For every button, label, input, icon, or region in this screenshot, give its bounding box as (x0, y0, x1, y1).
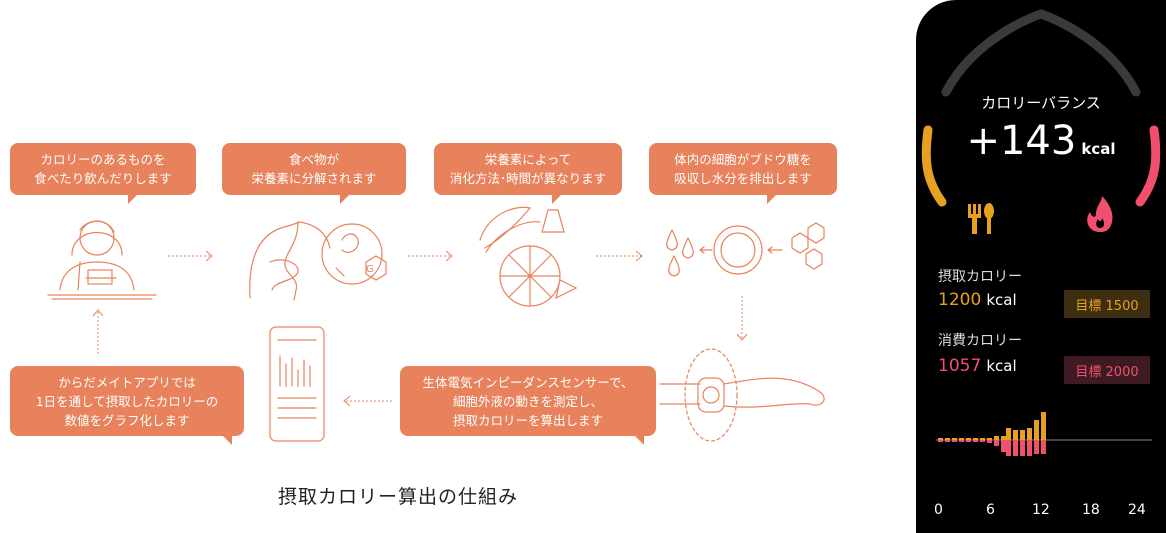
step-2-bubble: 食べ物が 栄養素に分解されます (222, 143, 406, 204)
cell-absorption-icon (666, 222, 825, 277)
hour-tick-6: 6 (986, 502, 995, 518)
hour-tick-18: 18 (1082, 502, 1100, 518)
person-eating-icon (47, 220, 157, 300)
hour-tick-24: 24 (1128, 502, 1146, 518)
burn-unit: kcal (986, 357, 1017, 375)
watch-screen: カロリーバランス +143 kcal 摂取カロリー 1200 kcal 目標 1… (916, 0, 1166, 533)
step-1-bubble: カロリーのあるものを 食べたり飲んだりします (10, 143, 196, 204)
flame-icon (1087, 196, 1113, 232)
intake-unit: kcal (986, 291, 1017, 309)
calorie-ring (921, 9, 1161, 456)
intake-goal-badge: 目標 1500 (1064, 290, 1150, 318)
balance-unit: kcal (1081, 140, 1116, 158)
step-6-bubble: からだメイトアプリでは 1日を通して摂取したカロリーの 数値をグラフ化します (10, 366, 244, 445)
hour-tick-12: 12 (1032, 502, 1050, 518)
intake-value: 1200 (938, 290, 982, 310)
burn-goal-badge: 目標 2000 (1064, 356, 1150, 384)
burn-row: 1057 kcal (938, 356, 1017, 376)
intake-row: 1200 kcal (938, 290, 1017, 310)
burn-label: 消費カロリー (938, 333, 1022, 349)
smartphone-app-icon (269, 326, 325, 442)
hourly-balance-chart (936, 412, 1152, 456)
process-illustrations: G (47, 206, 825, 442)
food-icon (479, 206, 578, 307)
fork-knife-icon (968, 203, 994, 234)
step-3-bubble: 栄養素によって 消化方法･時間が異なります (434, 143, 622, 204)
step-4-bubble: 体内の細胞がブドウ糖を 吸収し水分を排出します (649, 143, 837, 204)
digestive-system-icon (249, 221, 387, 301)
svg-text:G: G (366, 264, 374, 275)
diagram-caption: 摂取カロリー算出の仕組み (278, 486, 519, 508)
wrist-watch-icon (659, 348, 825, 442)
balance-value: +143 kcal (916, 118, 1166, 164)
intake-label: 摂取カロリー (938, 269, 1022, 285)
step-5-bubble: 生体電気インピーダンスセンサーで、 細胞外液の動きを測定し、 摂取カロリーを算出… (400, 366, 656, 445)
hour-tick-0: 0 (934, 502, 943, 518)
balance-title: カロリーバランス (981, 94, 1101, 112)
balance-number: +143 (966, 118, 1077, 164)
burn-value: 1057 (938, 356, 982, 376)
